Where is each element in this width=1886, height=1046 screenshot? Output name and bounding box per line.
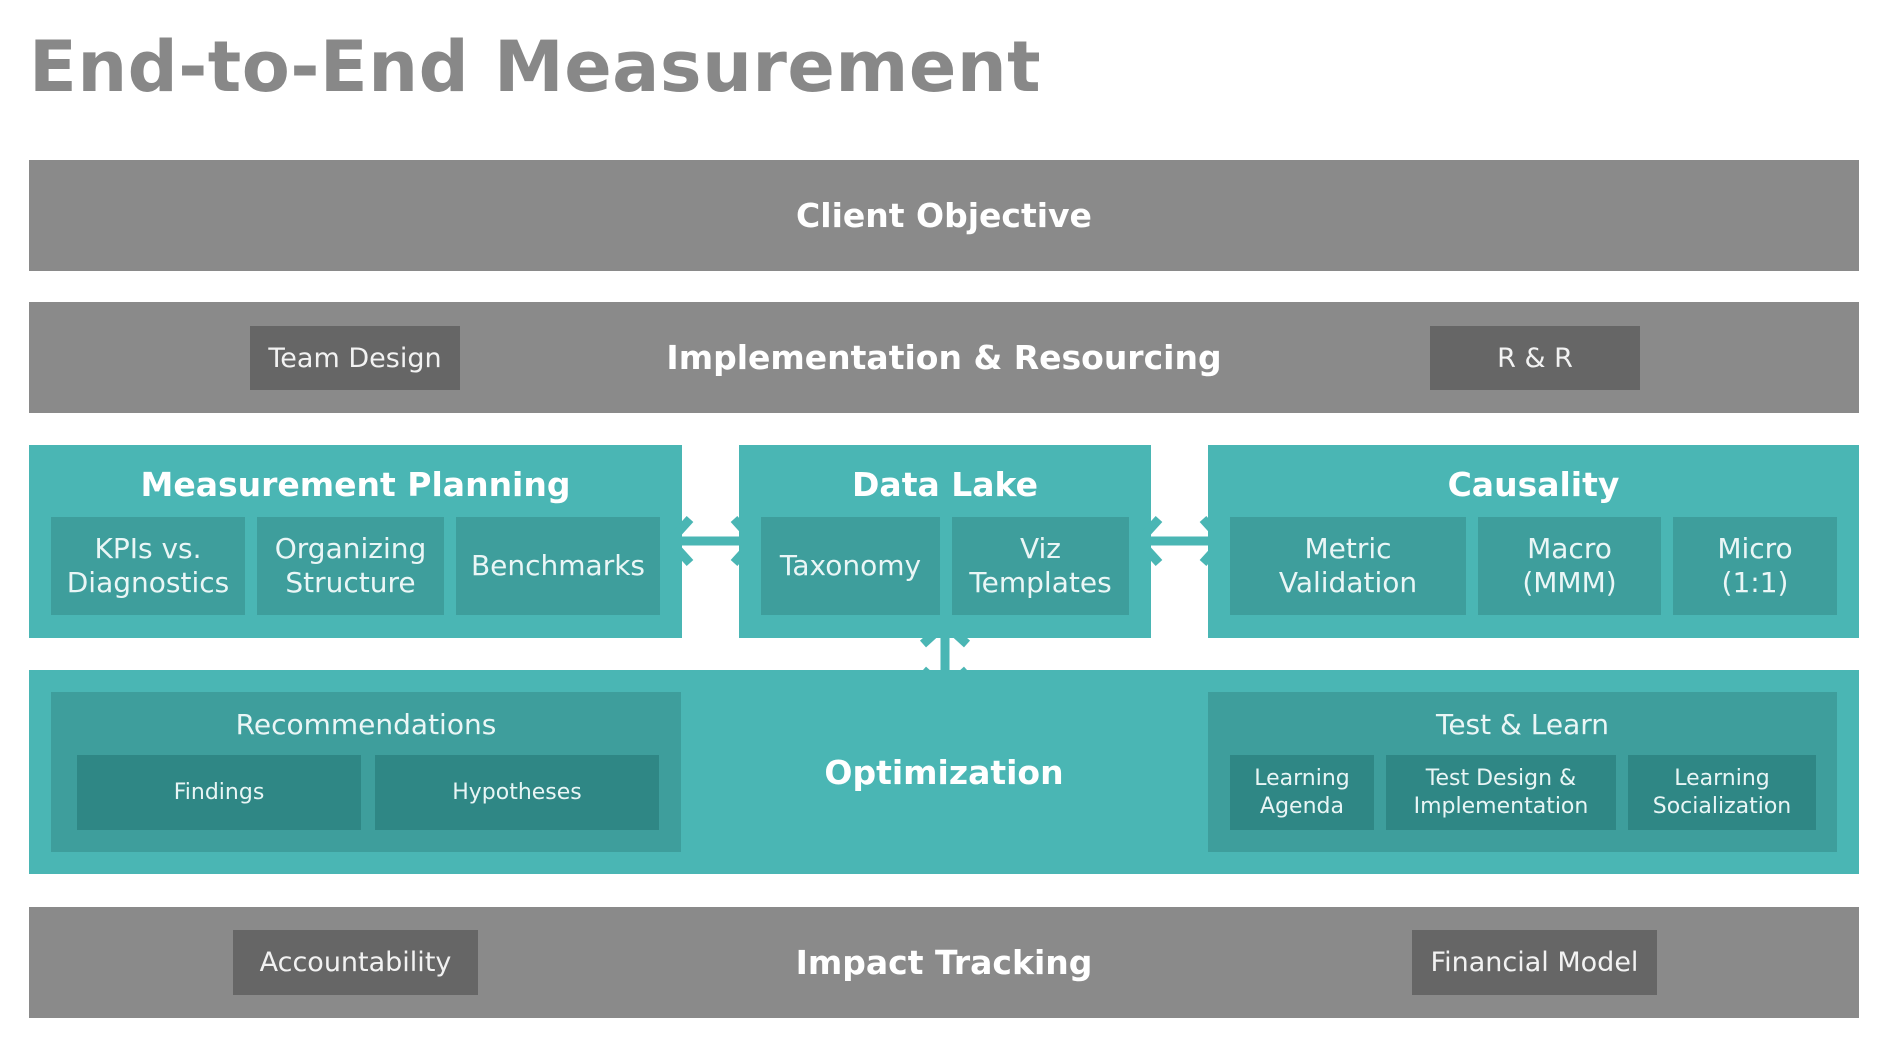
r-and-r-box: R & R (1430, 326, 1640, 390)
findings-box: Findings (77, 755, 361, 830)
recommendations-box: Recommendations Findings Hypotheses (51, 692, 681, 852)
viz-templates-box: Viz Templates (952, 517, 1129, 615)
causality-title: Causality (1447, 464, 1620, 504)
kpis-diagnostics-box: KPIs vs. Diagnostics (51, 517, 245, 615)
client-objective-band: Client Objective (29, 160, 1859, 271)
hypotheses-box: Hypotheses (375, 755, 659, 830)
accountability-box: Accountability (233, 930, 478, 995)
macro-mmm-box: Macro (MMM) (1478, 517, 1661, 615)
measurement-planning-title: Measurement Planning (140, 464, 571, 504)
data-lake-title: Data Lake (852, 464, 1038, 504)
financial-model-box: Financial Model (1412, 930, 1657, 995)
learning-agenda-box: Learning Agenda (1230, 755, 1374, 830)
impact-tracking-band: Impact Tracking Accountability Financial… (29, 907, 1859, 1018)
recommendations-title: Recommendations (235, 707, 497, 741)
implementation-band: Implementation & Resourcing Team Design … (29, 302, 1859, 413)
measurement-planning-box: Measurement Planning KPIs vs. Diagnostic… (29, 445, 682, 638)
implementation-label: Implementation & Resourcing (666, 338, 1222, 377)
data-lake-box: Data Lake Taxonomy Viz Templates (739, 445, 1151, 638)
test-design-implementation-box: Test Design & Implementation (1386, 755, 1616, 830)
learning-socialization-box: Learning Socialization (1628, 755, 1816, 830)
optimization-label: Optimization (824, 752, 1064, 792)
client-objective-label: Client Objective (796, 196, 1092, 235)
optimization-band: Optimization Recommendations Findings Hy… (29, 670, 1859, 874)
micro-box: Micro (1:1) (1673, 517, 1837, 615)
test-learn-title: Test & Learn (1435, 707, 1610, 741)
causality-box: Causality Metric Validation Macro (MMM) … (1208, 445, 1859, 638)
page-title: End-to-End Measurement (29, 26, 1042, 108)
taxonomy-box: Taxonomy (761, 517, 940, 615)
impact-tracking-label: Impact Tracking (795, 943, 1093, 982)
benchmarks-box: Benchmarks (456, 517, 660, 615)
test-learn-box: Test & Learn Learning Agenda Test Design… (1208, 692, 1837, 852)
metric-validation-box: Metric Validation (1230, 517, 1466, 615)
team-design-box: Team Design (250, 326, 460, 390)
organizing-structure-box: Organizing Structure (257, 517, 444, 615)
